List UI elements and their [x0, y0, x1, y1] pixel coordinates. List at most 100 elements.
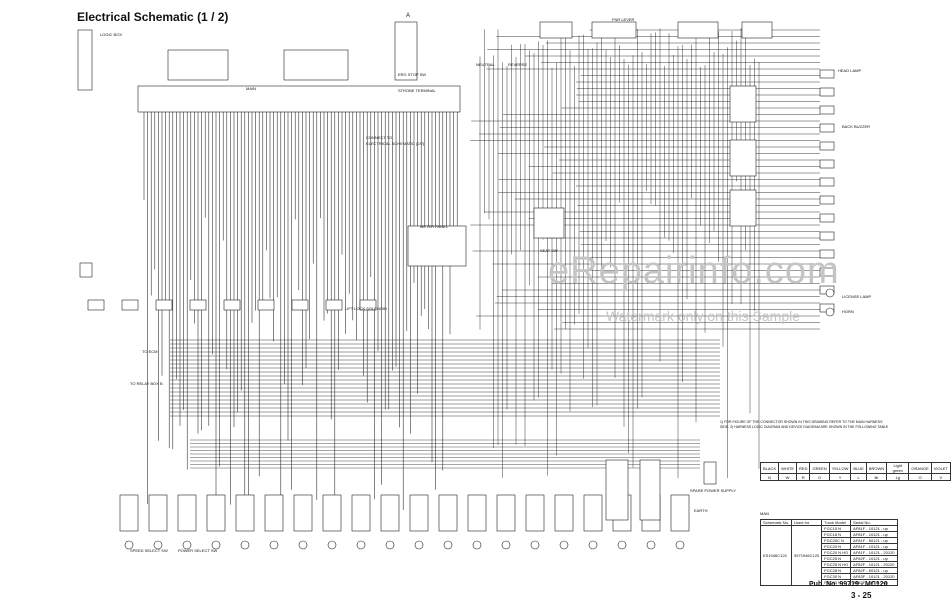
to-relay-box-label: TO RELAY BOX B [130, 381, 163, 386]
wire-color-code: G [809, 473, 830, 481]
switch-symbol [414, 540, 424, 550]
lamp-symbol [819, 159, 835, 169]
horn-label: HORN [842, 309, 854, 314]
license-lamp-label: LICENSE LAMP [842, 294, 872, 299]
relay-box-connector [639, 459, 661, 521]
to-ecm-label: TO ECM [142, 349, 158, 354]
switch-symbol [240, 540, 250, 550]
switch-symbol [269, 540, 279, 550]
sensor-connector [121, 299, 139, 311]
switch-symbol [385, 540, 395, 550]
wire-color-name: Light green [886, 462, 910, 474]
switch-block [496, 494, 516, 532]
lamp-symbol [819, 267, 835, 277]
schematic-table-cell: FGC25 N HO [821, 561, 852, 568]
reverse-label: REVERSE [508, 62, 528, 67]
wire-color-name: RED [795, 462, 811, 474]
watermark-subtext: Watermark only on this Sample [606, 308, 800, 324]
switch-symbol [530, 540, 540, 550]
wiring-lines [143, 28, 820, 511]
schematic-table-cell: 9971946C120 [791, 525, 823, 586]
seat-switch-block [533, 207, 565, 239]
wire-color-name: VIOLET [930, 462, 951, 474]
switch-block [525, 494, 545, 532]
switch-block [583, 494, 603, 532]
wire-color-code: L [850, 473, 867, 481]
switch-symbol [211, 540, 221, 550]
fnr-lever-connector [591, 21, 637, 39]
lift-lock-solenoid-label: LIFT LOCK SOLENOID [345, 306, 387, 311]
switch-block [264, 494, 284, 532]
switch-block [467, 494, 487, 532]
lamp-symbol [819, 195, 835, 205]
relay-block [729, 139, 757, 177]
main-label: MAIN [246, 86, 256, 91]
wire-color-name: ORANGE [908, 462, 932, 474]
switch-block [148, 494, 168, 532]
lamp-symbol [819, 231, 835, 241]
switch-block [322, 494, 342, 532]
sensor-connector [189, 299, 207, 311]
seat-sw-label: SEAT SW [540, 248, 558, 253]
wire-color-code: Y [828, 473, 852, 481]
switch-block [438, 494, 458, 532]
power-select-sw-label: POWER SELECT SW [178, 548, 218, 553]
wire-color-name: YELLOW [828, 462, 852, 474]
spare-power-supply-label: SPARE POWER SUPPLY [690, 488, 737, 493]
schematic-table-cell: AF83F - 10121 - 20120 [850, 573, 898, 580]
switch-symbol [327, 540, 337, 550]
earth-label: EARTH [694, 508, 708, 513]
wire-color-code: Br [865, 473, 888, 481]
sensor-connector [155, 299, 173, 311]
relay-block [729, 189, 757, 227]
erg-stop-sw-block [394, 21, 418, 81]
page-number: 3 - 25 [851, 591, 872, 600]
switch-symbol [298, 540, 308, 550]
publication-number: Pub. No. 99719 - MC120 [809, 581, 888, 588]
connect-to-label: CONNECT TO [366, 135, 393, 140]
switch-symbol [675, 540, 685, 550]
component-blocks [77, 21, 835, 550]
lamp-symbol [819, 123, 835, 133]
lamp-symbol [819, 87, 835, 97]
switch-symbol [588, 540, 598, 550]
wire-color-name: BLACK [759, 462, 780, 474]
wire-color-name: WHITE [778, 462, 798, 474]
switch-symbol [356, 540, 366, 550]
relay-block [729, 85, 757, 123]
license-lamp-symbol [825, 288, 835, 298]
switch-symbol [182, 540, 192, 550]
speed-select-sw-label: SPEED SELECT SW [130, 548, 168, 553]
sensor-block [79, 262, 93, 278]
switch-block [351, 494, 371, 532]
schematic-table-cell: AF81F - 10121 - 20120 [850, 549, 898, 556]
switch-symbol [443, 540, 453, 550]
schematic-table-cell: AF83F - 10121 - up [850, 579, 898, 586]
wire-color-name: BLUE [850, 462, 867, 474]
switch-symbol [472, 540, 482, 550]
logic-box-label: LOGIC BOX [100, 32, 123, 37]
horn-symbol [825, 307, 835, 317]
lamp-symbol [819, 249, 835, 259]
lamp-symbol [819, 105, 835, 115]
switch-block [670, 494, 690, 532]
switch-block [235, 494, 255, 532]
switch-block [293, 494, 313, 532]
switch-block [119, 494, 139, 532]
sensor-connector [257, 299, 275, 311]
connect-to-schematic-label: ELECTRICAL SCHEMATIC (2/2) [366, 141, 425, 146]
wire-color-code: W [778, 473, 798, 481]
wire-color-name: GREEN [809, 462, 830, 474]
schematic-table-cell: ES1946C120 [759, 525, 793, 586]
wire-color-code: O [908, 473, 932, 481]
page-title: Electrical Schematic (1 / 2) [77, 10, 229, 24]
switch-block [206, 494, 226, 532]
strobe-terminal-label: STROBE TERMINAL [398, 88, 436, 93]
wire-color-code: R [795, 473, 811, 481]
sensor-connector [325, 299, 343, 311]
